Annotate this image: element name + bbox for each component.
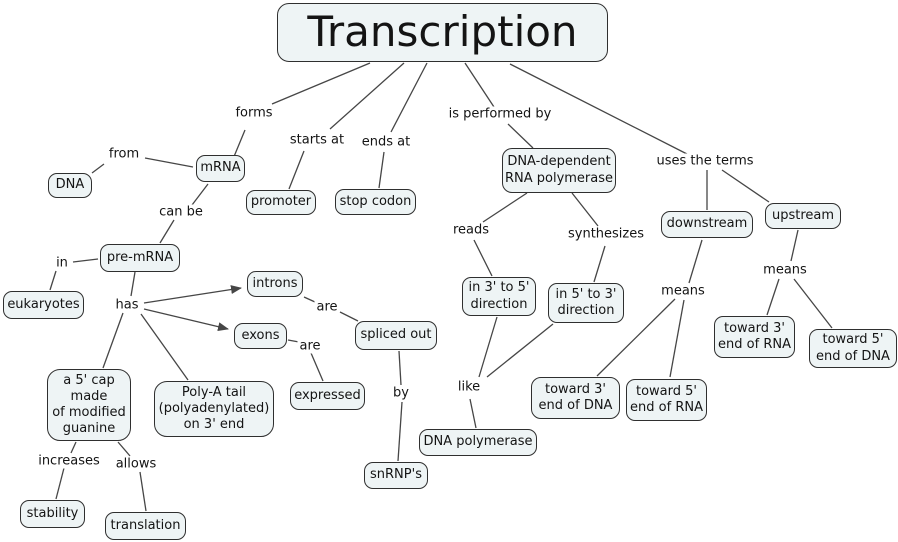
- edge-usestheterms-upstream: [721, 169, 770, 203]
- node-transcription[interactable]: Transcription: [277, 3, 608, 62]
- edge-exons-are: [287, 339, 300, 343]
- edge-label-reads[interactable]: reads: [450, 222, 492, 238]
- edge-synthesizes-in5to3: [593, 245, 606, 283]
- edge-has-exons: [143, 308, 229, 332]
- edge-mrna-from: [144, 157, 194, 168]
- edge-polymerase-reads: [482, 192, 528, 223]
- node-pre-mrna[interactable]: pre-mRNA: [100, 244, 180, 272]
- edge-upstream-means: [790, 229, 799, 262]
- node-promoter[interactable]: promoter: [246, 190, 316, 215]
- edge-startsat-promoter: [288, 150, 305, 190]
- edge-transcription-isperformedby: [464, 62, 495, 108]
- node-introns[interactable]: introns: [247, 271, 303, 297]
- edge-canbe-premrna: [159, 219, 175, 244]
- edge-in5to3-like: [486, 323, 554, 378]
- edge-label-by[interactable]: by: [391, 385, 411, 401]
- edge-label-allows[interactable]: allows: [113, 456, 159, 472]
- node-snrnps[interactable]: snRNP's: [364, 462, 428, 489]
- node-toward-5-end-of-rna[interactable]: toward 5' end of RNA: [626, 379, 707, 421]
- edge-transcription-startsat: [329, 62, 405, 130]
- node-poly-a-tail[interactable]: Poly-A tail (polyadenylated) on 3' end: [154, 381, 274, 437]
- edge-means-toward3dna: [596, 298, 676, 377]
- edge-has-polya: [140, 313, 189, 381]
- edge-like-dnapolymerase: [469, 398, 477, 429]
- edge-label-in[interactable]: in: [54, 255, 70, 271]
- node-stop-codon[interactable]: stop codon: [335, 189, 416, 215]
- node-in-5-to-3-direction[interactable]: in 5' to 3' direction: [548, 283, 624, 323]
- edge-premrna-in: [72, 258, 99, 263]
- edge-label-means-downstream[interactable]: means: [659, 283, 707, 299]
- edge-introns-are: [303, 296, 316, 303]
- edge-means-toward3rna: [766, 278, 780, 316]
- edge-allows-translation: [139, 471, 147, 512]
- edge-transcription-endsat: [390, 62, 428, 133]
- edge-label-forms[interactable]: forms: [233, 105, 275, 121]
- edge-means-toward5rna: [669, 299, 685, 378]
- edge-reads-in3to5: [473, 239, 493, 277]
- node-toward-3-end-of-rna[interactable]: toward 3' end of RNA: [714, 316, 795, 358]
- edge-forms-mrna: [232, 129, 246, 160]
- edge-premrna-has: [130, 271, 136, 297]
- edge-fivecap-increases: [70, 441, 77, 454]
- edge-label-like[interactable]: like: [455, 379, 483, 395]
- edge-label-is-performed-by[interactable]: is performed by: [446, 106, 554, 122]
- edge-label-are-exons[interactable]: are: [297, 338, 323, 354]
- edge-isperformedby-polymerase: [507, 123, 534, 149]
- edge-are-expressed: [310, 352, 324, 382]
- node-stability[interactable]: stability: [20, 500, 85, 528]
- edge-label-can-be[interactable]: can be: [157, 204, 205, 220]
- edge-label-starts-at[interactable]: starts at: [287, 132, 347, 148]
- node-toward-5-end-of-dna[interactable]: toward 5' end of DNA: [809, 329, 897, 368]
- edge-are-splicedout: [339, 311, 359, 322]
- edge-label-has[interactable]: has: [113, 297, 141, 313]
- edge-label-from[interactable]: from: [106, 146, 142, 162]
- edge-transcription-usestheterms: [509, 63, 688, 155]
- edge-label-synthesizes[interactable]: synthesizes: [565, 226, 647, 242]
- edge-label-increases[interactable]: increases: [36, 453, 102, 469]
- edge-label-ends-at[interactable]: ends at: [359, 134, 413, 150]
- node-mrna[interactable]: mRNA: [196, 155, 245, 182]
- edge-fivecap-allows: [117, 441, 131, 457]
- node-downstream[interactable]: downstream: [661, 211, 753, 238]
- edge-polymerase-synthesizes: [571, 192, 599, 227]
- edge-has-fivecap: [102, 312, 124, 369]
- edge-downstream-means: [688, 239, 703, 284]
- node-in-3-to-5-direction[interactable]: in 3' to 5' direction: [462, 277, 536, 316]
- edge-mrna-canbe: [191, 183, 209, 206]
- node-dna-polymerase[interactable]: DNA polymerase: [419, 429, 537, 456]
- edge-means-toward5dna: [793, 278, 833, 329]
- node-dna[interactable]: DNA: [48, 173, 92, 198]
- edge-by-snrnps: [397, 401, 403, 462]
- node-dna-dependent-rna-polymerase[interactable]: DNA-dependent RNA polymerase: [502, 148, 616, 193]
- edge-label-are-introns[interactable]: are: [314, 299, 340, 315]
- edge-increases-stability: [55, 467, 65, 500]
- node-spliced-out[interactable]: spliced out: [355, 321, 437, 350]
- edge-in3to5-like: [478, 316, 498, 378]
- edge-label-uses-the-terms[interactable]: uses the terms: [654, 153, 756, 169]
- node-five-prime-cap[interactable]: a 5' cap made of modified guanine: [47, 369, 131, 441]
- edge-in-eukaryotes: [49, 270, 57, 291]
- edge-transcription-forms: [271, 62, 371, 105]
- node-translation[interactable]: translation: [105, 512, 186, 540]
- node-toward-3-end-of-dna[interactable]: toward 3' end of DNA: [531, 377, 620, 419]
- node-expressed[interactable]: expressed: [290, 382, 365, 410]
- edge-splicedout-by: [398, 350, 402, 386]
- edge-endsat-stopcodon: [378, 151, 385, 189]
- edge-from-dna: [91, 163, 105, 174]
- node-exons[interactable]: exons: [234, 323, 287, 349]
- node-eukaryotes[interactable]: eukaryotes: [3, 291, 84, 319]
- edge-has-introns: [143, 285, 242, 304]
- edge-label-means-upstream[interactable]: means: [761, 262, 809, 278]
- node-upstream[interactable]: upstream: [765, 203, 841, 229]
